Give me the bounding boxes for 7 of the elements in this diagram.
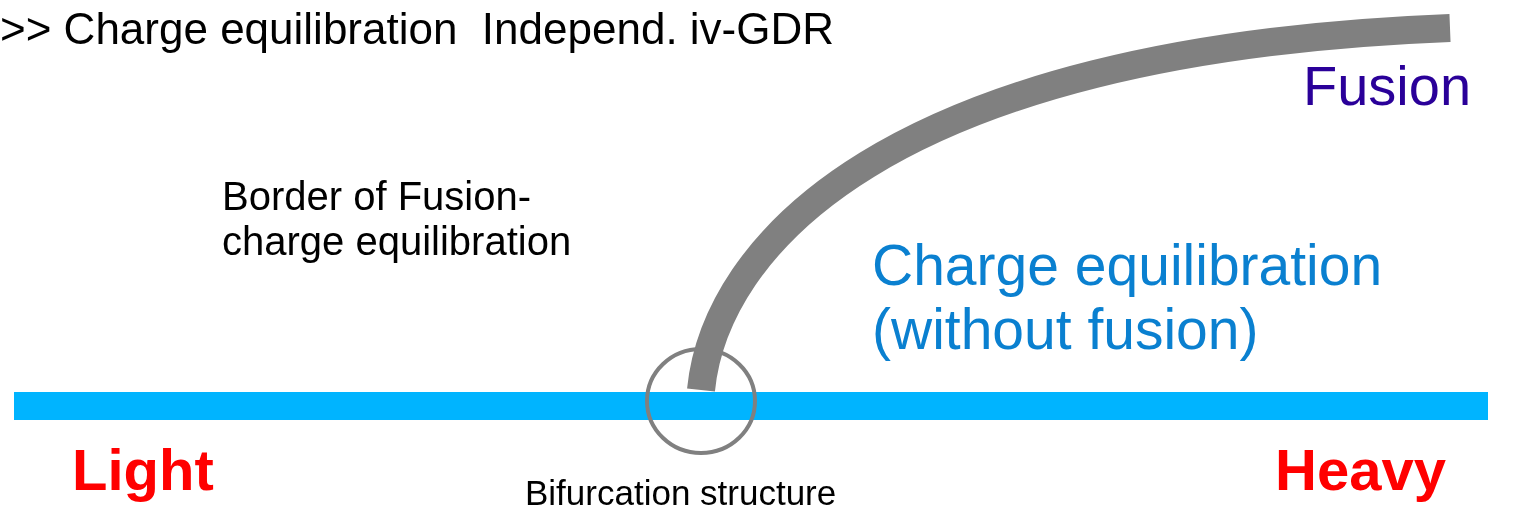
structure-label: Bifurcation structure [525,473,837,513]
region-label: Charge equilibration (without fusion) [872,234,1384,362]
axis-end-label: Heavy [1275,438,1446,503]
heading-text: >> Charge equilibration Independ. iv-GDR [0,4,835,54]
axis-end-label: Light [72,438,214,503]
border-label: Border of Fusion-charge equilibration [222,174,573,264]
region-label: Fusion [1303,55,1472,118]
